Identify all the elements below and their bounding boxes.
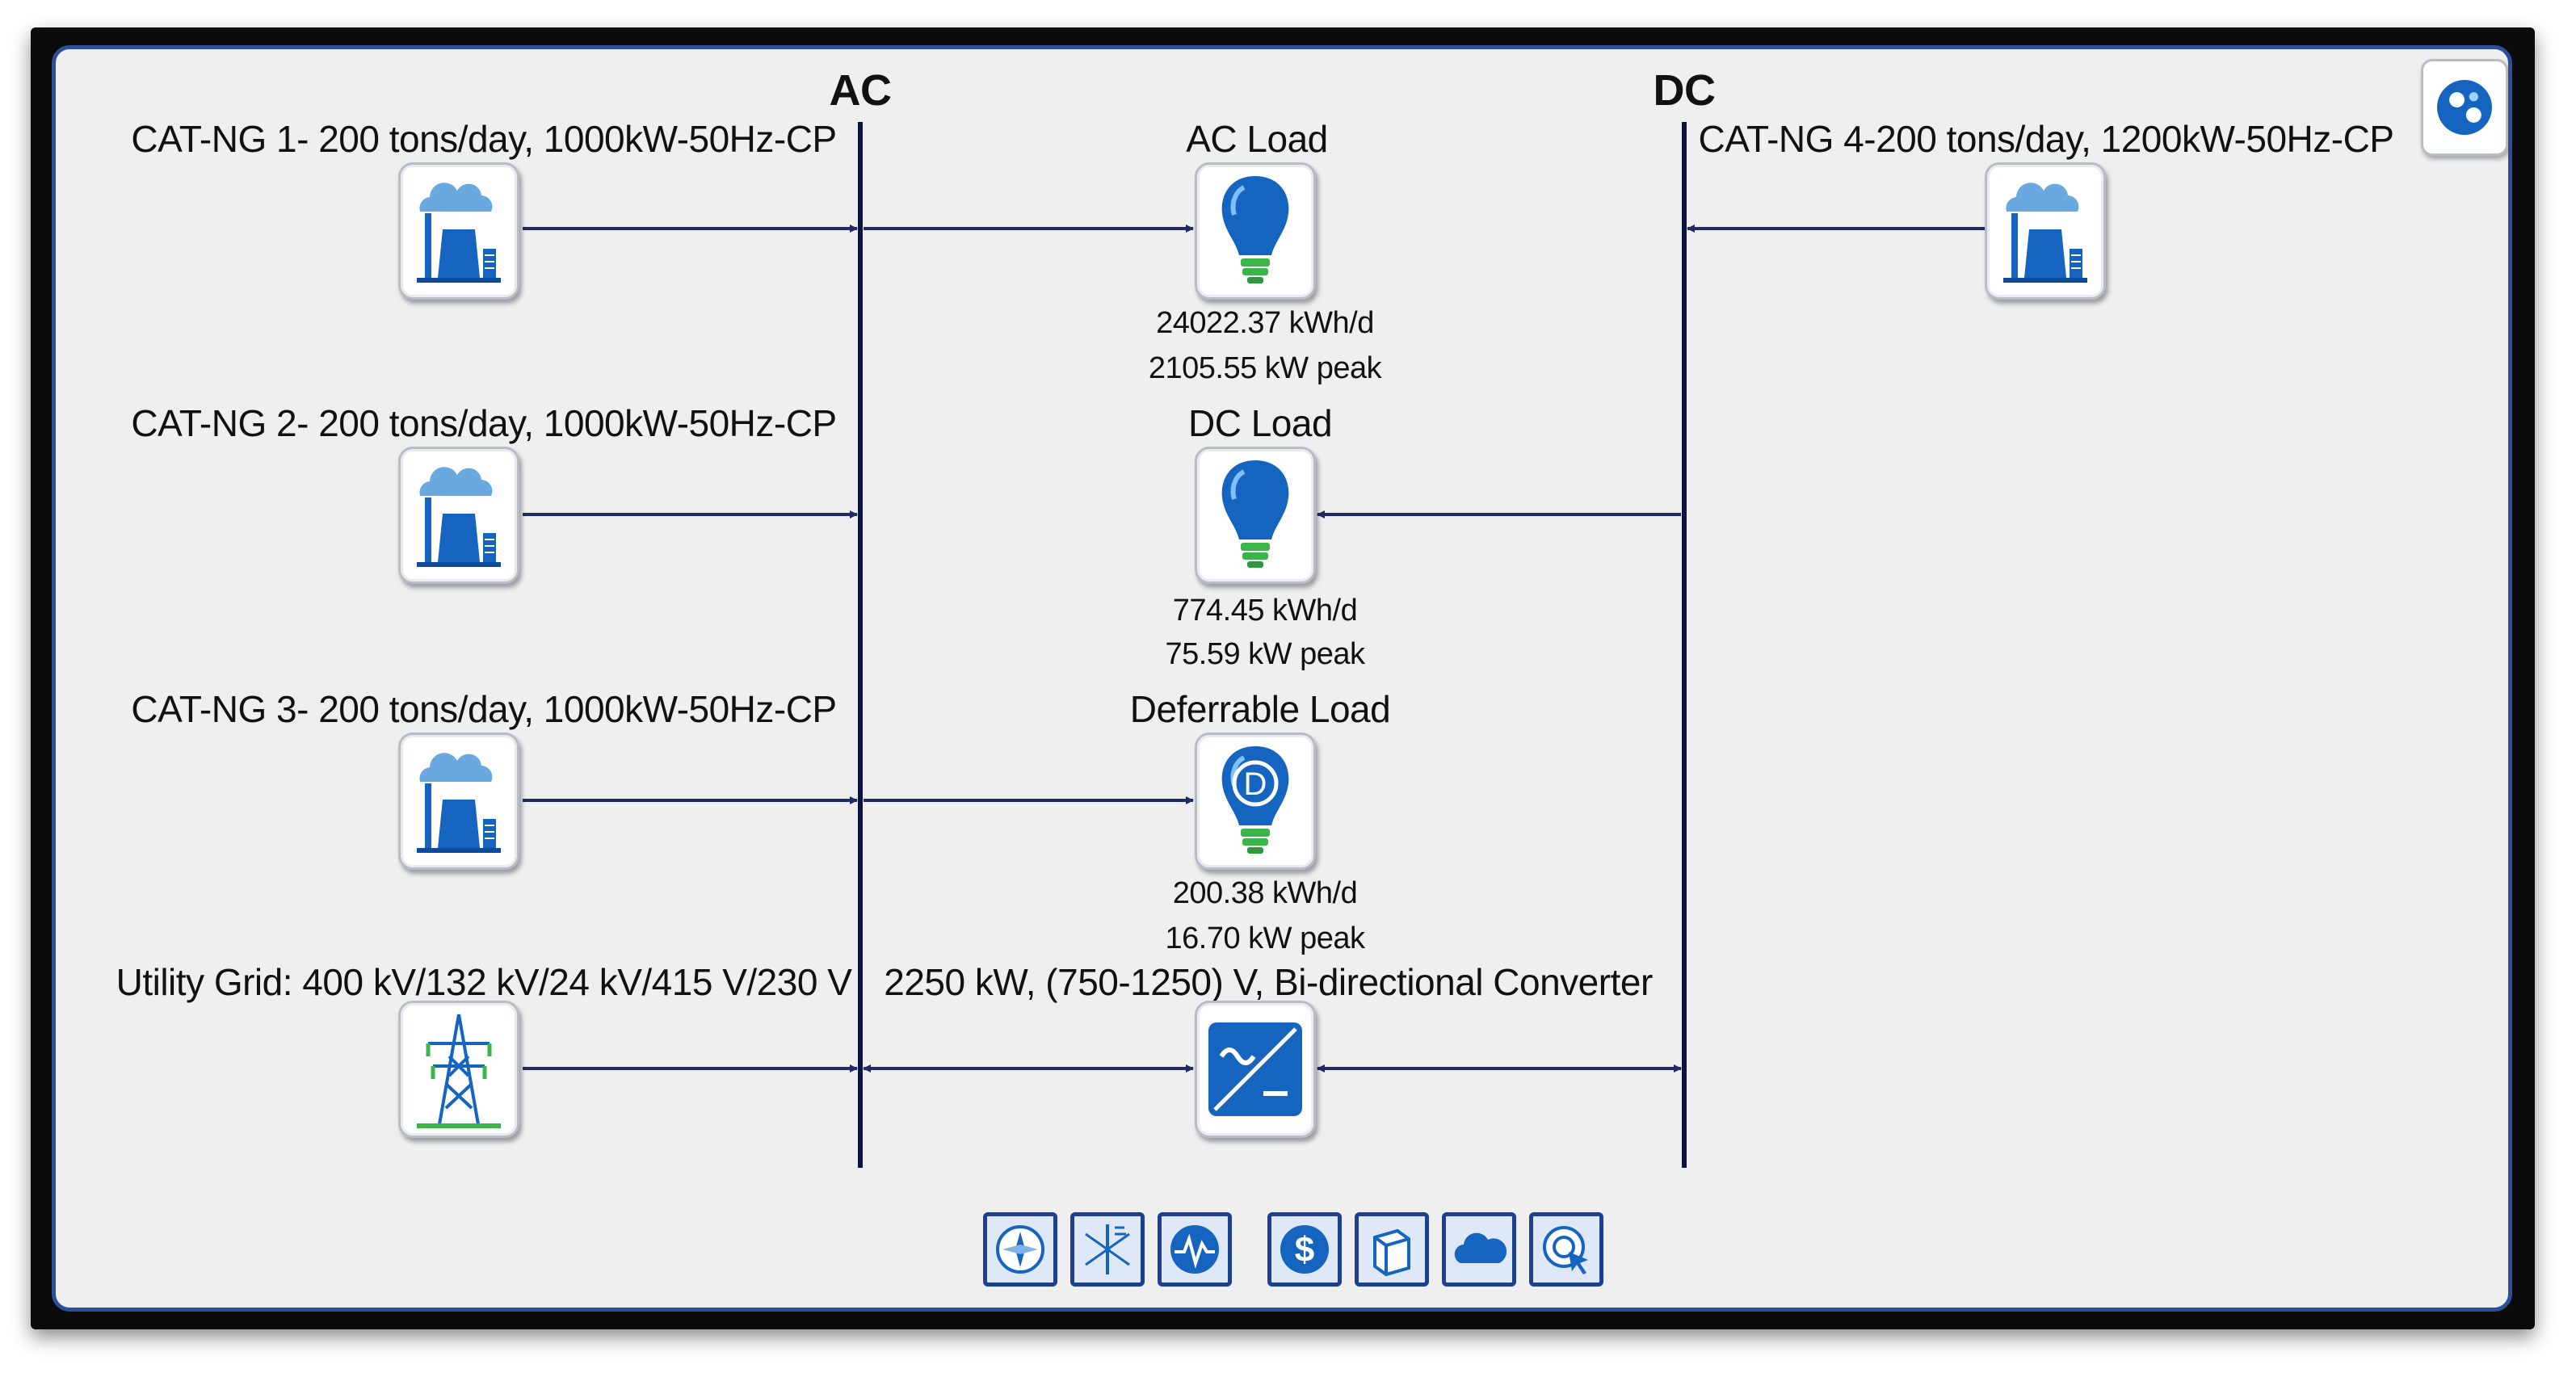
deferrable-glyph: D [1244,766,1267,802]
light-bulb-icon [1197,165,1313,297]
dc-load-label: DC Load [1187,402,1333,444]
cloud-icon [1454,1232,1507,1263]
gen3-label: CAT-NG 3- 200 tons/day, 1000kW-50Hz-CP [131,688,837,730]
ac-load-label: AC Load [1186,118,1328,160]
gen2-label: CAT-NG 2- 200 tons/day, 1000kW-50Hz-CP [131,402,837,444]
light-bulb-icon [1197,449,1313,581]
cursor-target-icon [1543,1226,1588,1274]
deferrable-load-node[interactable]: D [1195,733,1316,870]
dc-bus-label: DC [1653,66,1717,115]
transmission-tower-icon [417,1014,501,1128]
cube-tool-button[interactable] [1355,1212,1429,1287]
gen1-node[interactable] [398,162,519,300]
gen2-node[interactable] [398,447,519,584]
dollar-icon: $ [1280,1225,1329,1274]
grid-node[interactable] [398,1001,519,1138]
deferrable-load-label: Deferrable Load [1129,688,1391,730]
connection-layer [523,122,1989,1168]
deferrable-load-peak: 16.70 kW peak [1165,921,1365,955]
converter-label: 2250 kW, (750-1250) V, Bi-directional Co… [884,961,1653,1003]
power-plant-icon [416,182,502,283]
svg-text:$: $ [1295,1230,1314,1270]
grid-label: Utility Grid: 400 kV/132 kV/24 kV/415 V/… [116,961,852,1003]
deferrable-load-energy: 200.38 kWh/d [1172,876,1358,910]
cursor-target-tool-button[interactable] [1529,1212,1603,1287]
ac-load-node[interactable] [1195,162,1316,300]
waveform-icon [1170,1225,1219,1274]
dc-load-node[interactable] [1195,447,1316,584]
ac-bus-label: AC [829,66,893,115]
power-plant-icon [2002,182,2088,283]
converter-node[interactable] [1195,1001,1316,1138]
power-plant-icon [416,752,502,854]
power-plant-icon [416,466,502,568]
wind-resource-icon [1085,1224,1130,1274]
gen4-label: CAT-NG 4-200 tons/day, 1200kW-50Hz-CP [1698,118,2394,160]
cloud-tool-button[interactable] [1442,1212,1516,1287]
homer-logo-button[interactable] [2421,59,2508,156]
outer-frame: AC DC CAT-NG 1- 200 tons/day, 1000kW-50H… [31,27,2535,1329]
ac-load-peak: 2105.55 kW peak [1148,351,1382,385]
ac-load-energy: 24022.37 kWh/d [1156,306,1374,340]
schematic-panel: AC DC CAT-NG 1- 200 tons/day, 1000kW-50H… [52,45,2512,1312]
gen3-node[interactable] [398,733,519,870]
compass-icon [996,1225,1044,1274]
compass-tool-button[interactable] [983,1212,1057,1287]
dc-load-energy: 774.45 kWh/d [1172,594,1358,628]
gen1-label: CAT-NG 1- 200 tons/day, 1000kW-50Hz-CP [131,118,837,160]
dc-load-peak: 75.59 kW peak [1165,637,1365,671]
waveform-tool-button[interactable] [1158,1212,1232,1287]
homer-logo-icon [2437,80,2492,135]
economics-tool-button[interactable]: $ [1267,1212,1342,1287]
converter-icon [1208,1022,1302,1116]
deferrable-bulb-icon: D [1197,735,1313,867]
cube-icon [1373,1228,1410,1277]
gen4-node[interactable] [1985,162,2106,300]
wind-resource-tool-button[interactable] [1070,1212,1145,1287]
